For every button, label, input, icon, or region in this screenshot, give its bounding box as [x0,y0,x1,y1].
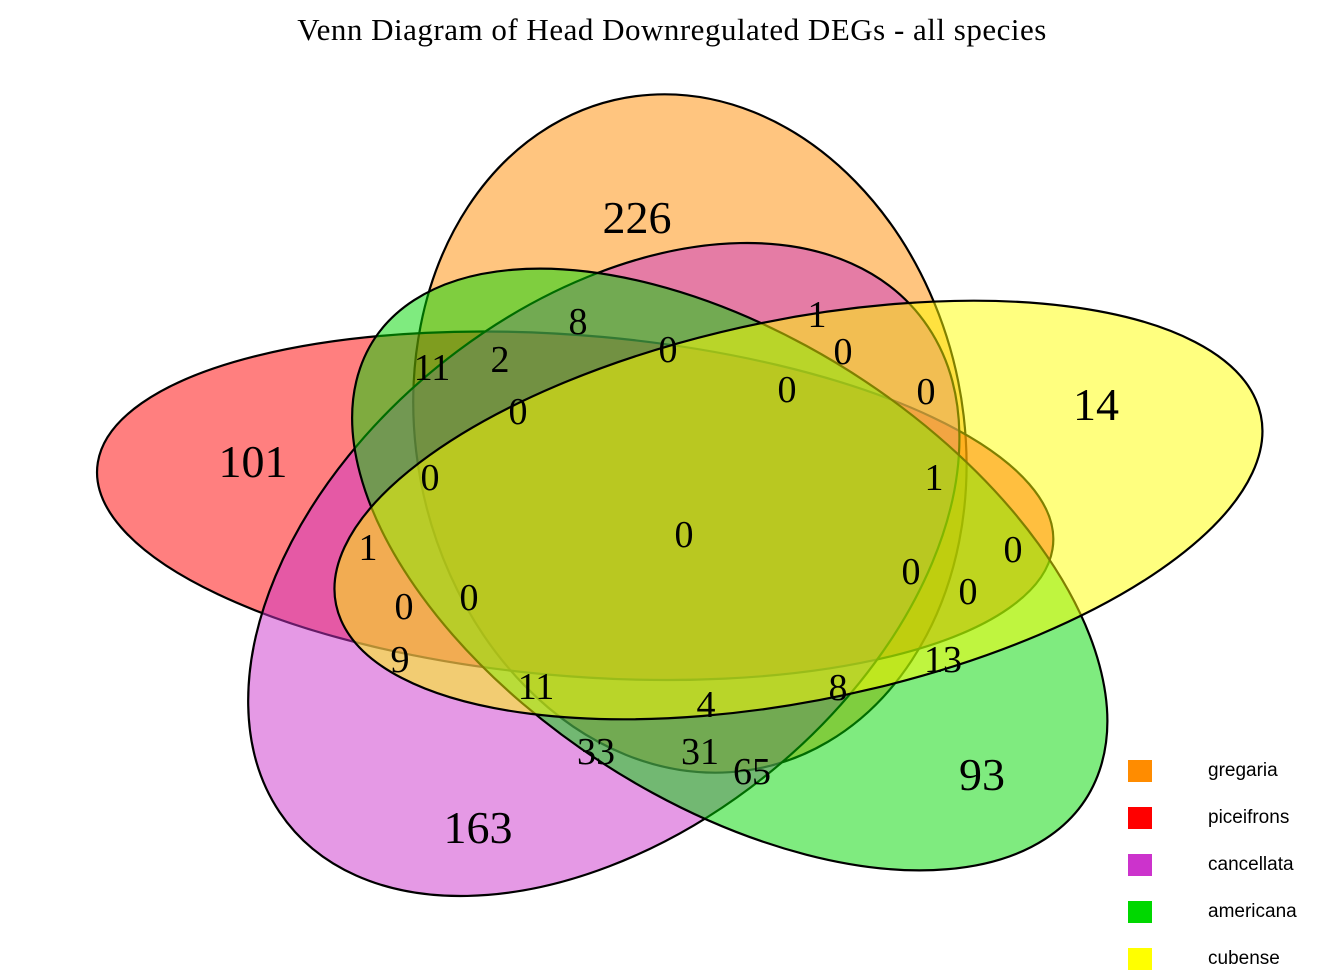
region-count: 8 [828,667,848,709]
legend-label-gregaria: gregaria [1208,760,1278,781]
region-count: 0 [958,571,978,613]
region-count: 0 [833,331,853,373]
region-count: 0 [901,551,921,593]
legend-item-piceifrons: piceifrons [1128,806,1297,830]
legend-item-americana: americana [1128,900,1297,924]
region-count: 101 [218,436,288,487]
region-count: 31 [681,731,719,773]
region-count: 163 [443,802,513,853]
region-count: 9 [390,639,410,681]
region-count: 0 [420,457,440,499]
legend-swatch-cubense [1128,948,1152,970]
region-count: 0 [658,329,678,371]
legend-swatch-cancellata [1128,854,1152,876]
legend-label-cubense: cubense [1208,948,1280,969]
region-count: 1 [358,527,378,569]
region-count: 2 [490,339,510,381]
region-count: 0 [459,577,479,619]
legend: gregaria piceifrons cancellata americana… [1128,759,1297,971]
region-count: 8 [568,301,588,343]
region-count: 14 [1073,379,1119,430]
region-count: 0 [508,391,528,433]
region-count: 11 [517,666,555,708]
legend-swatch-piceifrons [1128,807,1152,829]
region-count: 226 [602,192,672,243]
region-count: 11 [413,347,451,389]
legend-swatch-gregaria [1128,760,1152,782]
region-count: 1 [807,294,827,336]
region-count: 0 [916,371,936,413]
legend-item-cubense: cubense [1128,947,1297,971]
legend-item-cancellata: cancellata [1128,853,1297,877]
region-count: 65 [733,751,771,793]
region-count: 0 [674,514,694,556]
legend-label-piceifrons: piceifrons [1208,807,1290,828]
region-count: 0 [777,369,797,411]
region-count: 0 [1003,529,1023,571]
region-count: 33 [577,731,615,773]
ellipse-cubense [263,222,1333,798]
legend-label-cancellata: cancellata [1208,854,1294,875]
region-count: 0 [394,586,414,628]
region-count: 93 [959,749,1005,800]
region-count: 4 [696,684,716,726]
chart-title: Venn Diagram of Head Downregulated DEGs … [297,12,1047,47]
legend-label-americana: americana [1208,901,1297,922]
legend-item-gregaria: gregaria [1128,759,1297,783]
legend-swatch-americana [1128,901,1152,923]
region-count: 1 [924,457,944,499]
region-count: 13 [924,639,962,681]
